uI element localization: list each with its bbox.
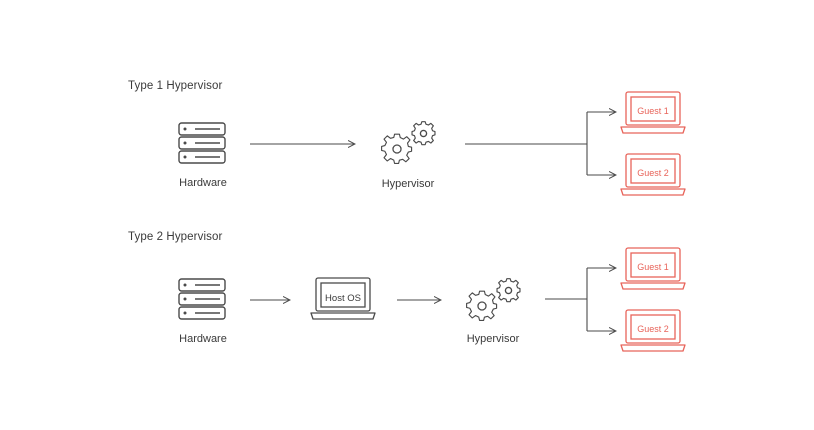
type1-hypervisor-label: Hypervisor	[381, 178, 435, 190]
type1-guest2-laptop-icon: Guest 2	[620, 153, 686, 196]
type2-branch-connector	[545, 268, 616, 331]
type1-hypervisor-gears-icon	[380, 121, 436, 165]
type2-hardware-label: Hardware	[179, 333, 227, 345]
type2-host-os-laptop-icon: Host OS	[310, 277, 376, 320]
type2-guest2-label: Guest 2	[637, 324, 669, 334]
type1-guest2-label: Guest 2	[637, 168, 669, 178]
type2-guest1-laptop-icon: Guest 1	[620, 247, 686, 290]
type1-guest1-label: Guest 1	[637, 106, 669, 116]
type1-hardware-icon	[178, 122, 226, 164]
type2-guest2-laptop-icon: Guest 2	[620, 309, 686, 352]
type2-hardware-icon	[178, 278, 226, 320]
type1-hardware-label: Hardware	[179, 177, 227, 189]
type1-title: Type 1 Hypervisor	[128, 80, 223, 92]
type2-guest1-label: Guest 1	[637, 262, 669, 272]
type2-hypervisor-label: Hypervisor	[466, 333, 520, 345]
type2-host-os-label: Host OS	[325, 293, 361, 304]
type1-guest1-laptop-icon: Guest 1	[620, 91, 686, 134]
type1-branch-connector	[465, 112, 616, 175]
type2-hypervisor-gears-icon	[465, 278, 521, 322]
type2-title: Type 2 Hypervisor	[128, 231, 223, 243]
